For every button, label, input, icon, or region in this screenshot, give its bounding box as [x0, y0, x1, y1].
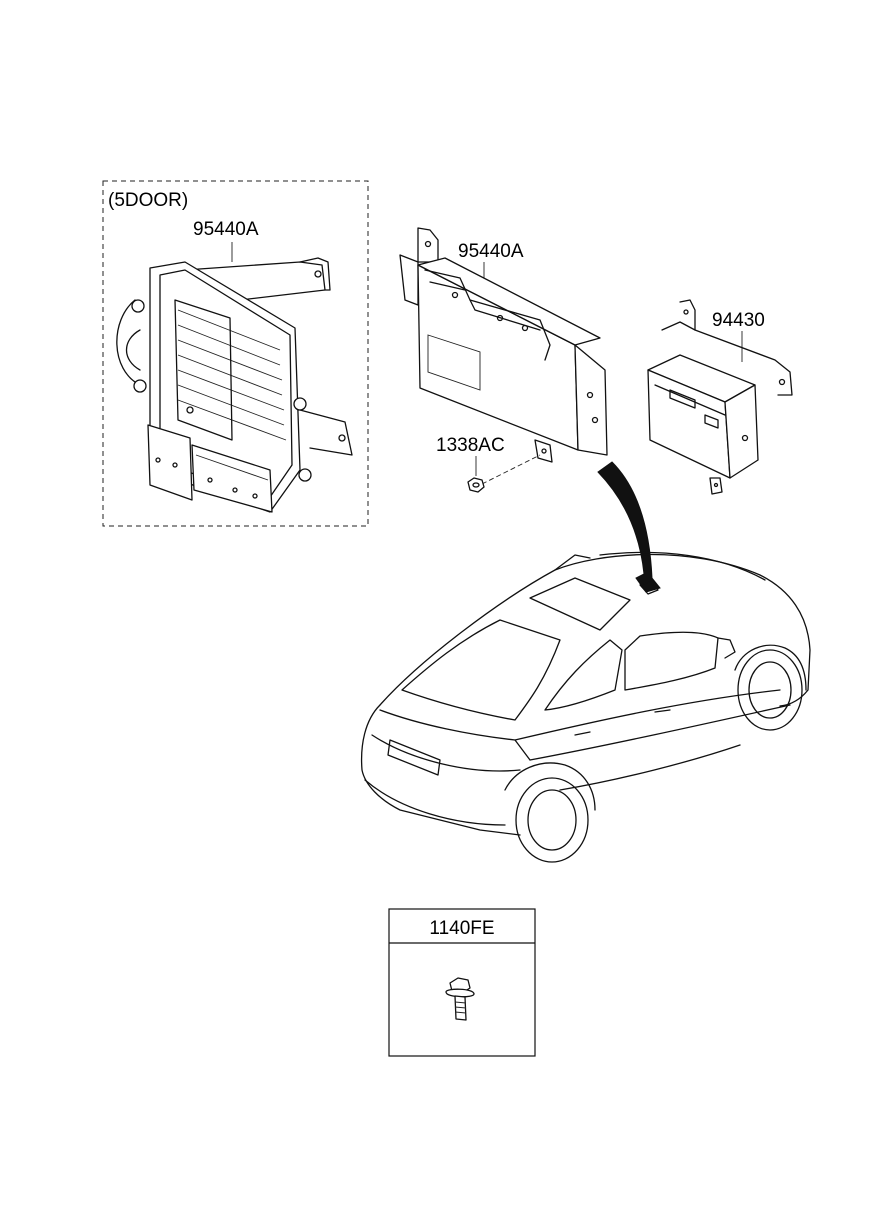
bolt-box: 1140FE [388, 908, 536, 1057]
nut-drawing [467, 477, 485, 493]
module-group: 94430 [647, 299, 793, 495]
ecu-main-drawing [399, 227, 608, 463]
five-door-dashed-frame [102, 180, 369, 527]
five-door-label: (5DOOR) [108, 190, 188, 211]
ecu-main-part-number: 95440A [458, 241, 524, 262]
ecu-main-group: 95440A 1338AC [399, 227, 608, 493]
bolt-box-frame [388, 908, 536, 1057]
five-door-group: (5DOOR) 95440A [102, 180, 369, 527]
nut-part-number: 1338AC [436, 435, 505, 456]
bolt-box-part-number: 1140FE [429, 918, 494, 939]
nut-dash-line [481, 454, 541, 485]
location-arrow [597, 461, 661, 593]
bolt-icon [445, 977, 475, 1021]
ecu-5door-part-number: 95440A [193, 219, 259, 240]
module-part-number: 94430 [712, 310, 765, 331]
ecu-5door-drawing [116, 257, 353, 513]
car-drawing [360, 551, 811, 863]
module-drawing [647, 299, 793, 495]
